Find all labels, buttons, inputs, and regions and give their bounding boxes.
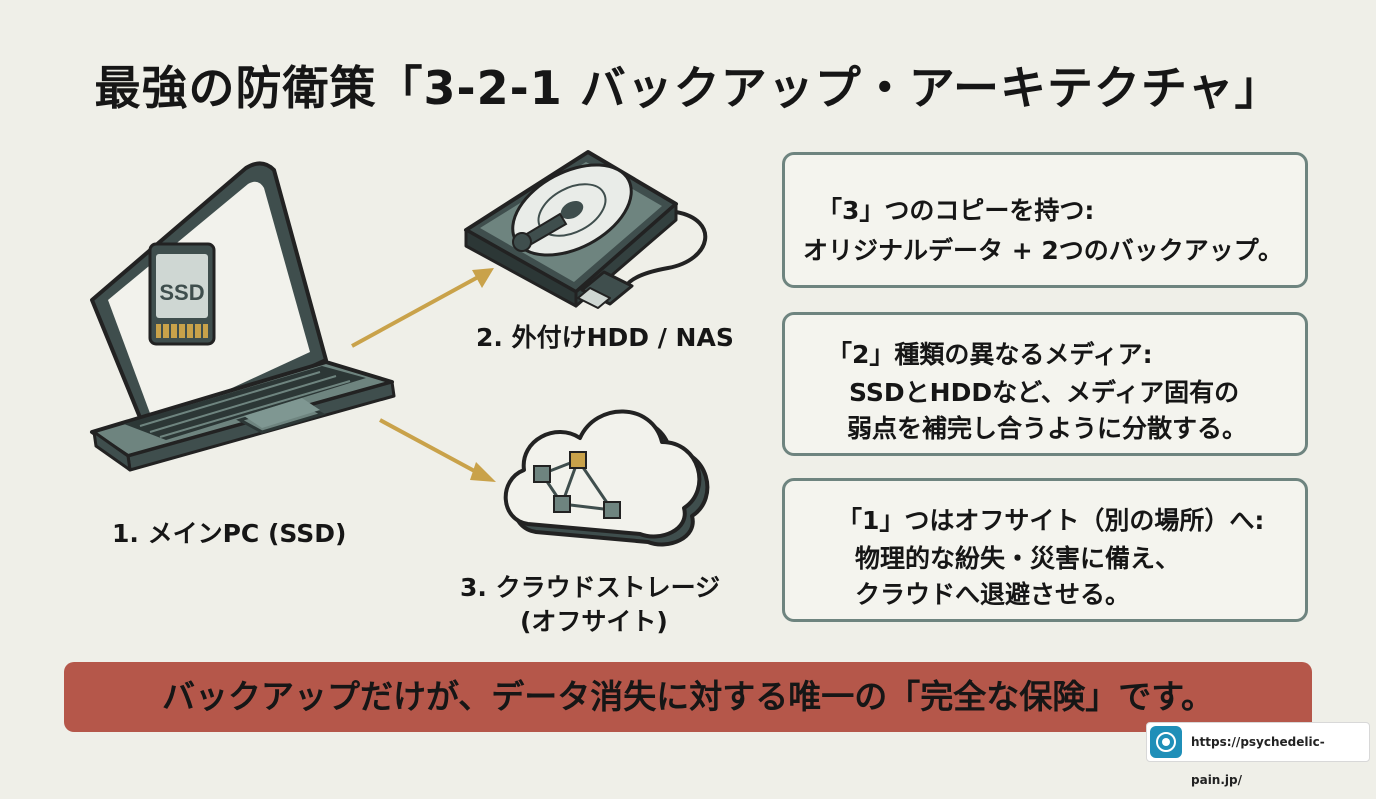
- source-url: https://psychedelic-pain.jp/: [1191, 735, 1325, 787]
- source-watermark: https://psychedelic-pain.jp/: [1146, 722, 1370, 787]
- cloud-storage-icon: [503, 409, 710, 547]
- laptop-illustration: [90, 161, 396, 472]
- conclusion-banner: バックアップだけが、データ消失に対する唯一の「完全な保険」です。: [64, 662, 1312, 732]
- rule-body-line: SSDとHDDなど、メディア固有の: [849, 378, 1240, 407]
- cloud-caption-line2: (オフサイト): [520, 607, 668, 636]
- rule-heading: 「2」種類の異なるメディア:: [827, 340, 1153, 369]
- rule-body-line: オリジナルデータ + 2つのバックアップ。: [803, 236, 1284, 265]
- illustration-canvas: SSD: [90, 150, 710, 547]
- site-logo-icon: [1150, 726, 1182, 758]
- conclusion-text: バックアップだけが、データ消失に対する唯一の「完全な保険」です。: [161, 677, 1215, 716]
- rule-card-2-media: 「2」種類の異なるメディア: SSDとHDDなど、メディア固有の 弱点を補完し合…: [782, 312, 1308, 456]
- arrow-to-cloud: [379, 418, 496, 482]
- rule-body-line: 物理的な紛失・災害に備え、: [855, 544, 1181, 573]
- hard-drive-icon: [464, 150, 708, 309]
- external-storage-caption: 2. 外付けHDD / NAS: [476, 323, 734, 352]
- laptop-caption: 1. メインPC (SSD): [112, 519, 347, 548]
- rule-body-line: 弱点を補完し合うように分散する。: [847, 414, 1248, 443]
- arrow-to-external-storage: [351, 268, 494, 348]
- rule-body-line: クラウドへ退避させる。: [855, 580, 1131, 609]
- ssd-chip-icon: SSD: [148, 242, 216, 346]
- ssd-chip-label: SSD: [159, 280, 204, 305]
- rule-heading: 「1」つはオフサイト（別の場所）へ:: [837, 506, 1265, 535]
- rule-heading: 「3」つのコピーを持つ:: [817, 196, 1095, 225]
- page-title: 最強の防衛策「3-2-1 バックアップ・アーキテクチャ」: [94, 61, 1282, 115]
- rule-card-1-offsite: 「1」つはオフサイト（別の場所）へ: 物理的な紛失・災害に備え、 クラウドへ退避…: [782, 478, 1308, 622]
- cloud-caption-line1: 3. クラウドストレージ: [460, 573, 721, 602]
- rule-card-3-copies: 「3」つのコピーを持つ: オリジナルデータ + 2つのバックアップ。: [782, 152, 1308, 288]
